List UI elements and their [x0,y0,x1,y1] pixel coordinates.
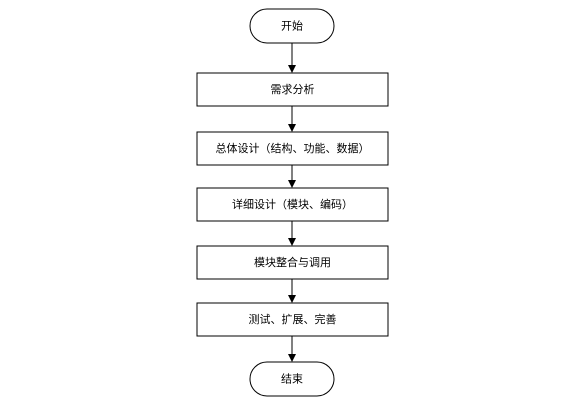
process-step-3-label: 详细设计（模块、编码） [232,197,353,211]
process-step-3 [196,187,389,222]
start-label: 开始 [281,19,303,33]
process-step-5-label: 测试、扩展、完善 [249,312,337,326]
process-step-1-label: 需求分析 [271,82,315,96]
end-label: 结束 [281,373,303,386]
process-step-5 [196,302,389,337]
process-step-1 [196,72,389,107]
process-step-2-label: 总体设计（结构、功能、数据） [216,141,370,155]
process-step-4 [196,245,389,280]
end-terminal [249,361,335,397]
process-step-4-label: 模块整合与调用 [254,255,331,269]
